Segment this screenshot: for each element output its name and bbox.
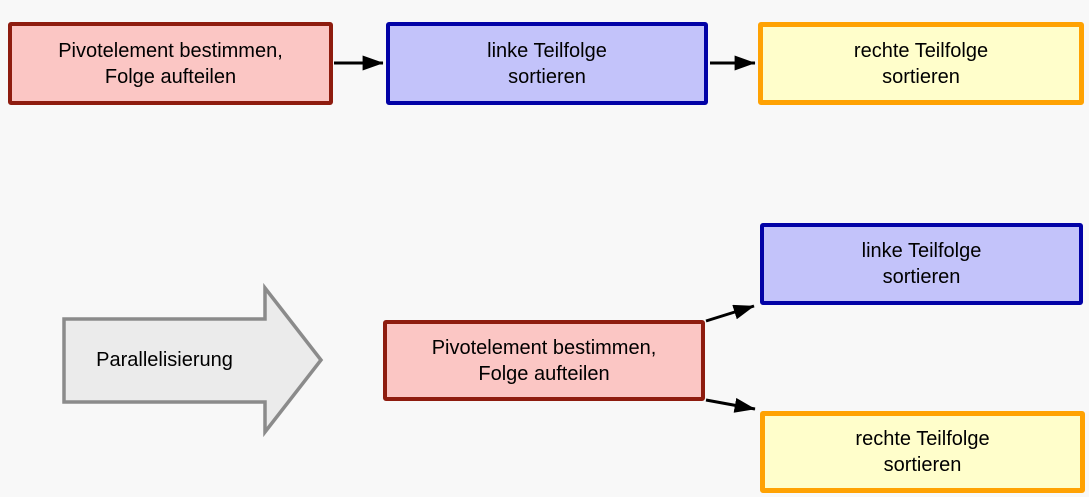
- node-linke-teilfolge-sequential: linke Teilfolge sortieren: [386, 22, 708, 105]
- node-label-line: Pivotelement bestimmen,: [431, 336, 657, 359]
- node-label-line: Folge aufteilen: [104, 65, 237, 88]
- node-label-line: sortieren: [883, 454, 962, 476]
- node-label-line: rechte Teilfolge: [855, 428, 990, 450]
- node-rechte-teilfolge-sequential: rechte Teilfolge sortieren: [758, 22, 1084, 105]
- node-label-line: rechte Teilfolge: [853, 39, 989, 62]
- node-label-line: linke Teilfolge: [861, 240, 982, 262]
- arrow-pivot-to-left-bottom: [705, 304, 755, 323]
- node-label-line: sortieren: [882, 266, 961, 288]
- node-label-line: Pivotelement bestimmen,: [58, 39, 283, 62]
- node-linke-teilfolge-parallel: linke Teilfolge sortieren: [760, 223, 1083, 305]
- node-rechte-teilfolge-parallel: rechte Teilfolge sortieren: [760, 411, 1085, 493]
- node-pivot-parallel: Pivotelement bestimmen, Folge aufteilen: [383, 320, 705, 401]
- parallelization-label: Parallelisierung: [96, 349, 233, 371]
- node-label-line: Folge aufteilen: [478, 362, 610, 385]
- node-label-line: linke Teilfolge: [487, 39, 607, 62]
- node-label-line: sortieren: [882, 65, 960, 88]
- arrow-pivot-to-right-bottom: [705, 397, 756, 413]
- node-label-line: sortieren: [508, 65, 586, 88]
- node-pivot-sequential: Pivotelement bestimmen, Folge aufteilen: [8, 22, 333, 105]
